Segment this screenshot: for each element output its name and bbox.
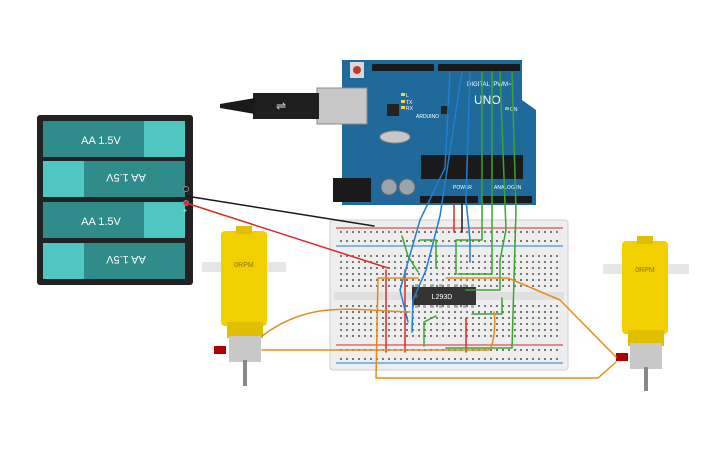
motor-right[interactable]: 0RPM xyxy=(603,236,689,391)
battery-cell-3: AA 1.5V xyxy=(43,202,185,238)
atmega-chip xyxy=(421,155,523,179)
battery-cell-label: AA 1.5V xyxy=(105,171,145,183)
capacitor xyxy=(398,178,416,196)
analog-in-label: ANALOG IN xyxy=(494,185,522,191)
motor-gearbox xyxy=(221,231,267,326)
wire-orange[interactable] xyxy=(375,277,617,379)
wire-green[interactable] xyxy=(419,239,437,269)
wire-orange[interactable] xyxy=(445,277,617,358)
power-header[interactable] xyxy=(420,196,478,203)
motor-top-tab xyxy=(236,226,252,234)
usb-port[interactable] xyxy=(316,87,368,125)
wire-green[interactable] xyxy=(455,71,483,275)
motor-top-tab xyxy=(637,236,653,244)
motor-shaft xyxy=(243,360,247,386)
motor-terminals xyxy=(214,346,226,354)
chip-pins xyxy=(415,284,474,308)
motor-shaft xyxy=(644,367,648,391)
motor-clip xyxy=(628,330,664,346)
wire-green[interactable] xyxy=(401,235,419,273)
battery-cell-label: AA 1.5V xyxy=(81,216,121,228)
motor-gearbox xyxy=(622,241,668,334)
battery-cell-1: AA 1.5V xyxy=(43,121,185,157)
wires xyxy=(185,71,617,379)
capacitor xyxy=(380,178,398,196)
wire-red[interactable] xyxy=(185,202,389,269)
motor-can xyxy=(229,336,261,362)
motor-terminals xyxy=(616,353,628,361)
wire-green[interactable] xyxy=(423,315,437,347)
wire-blue[interactable] xyxy=(411,71,463,333)
arduino-uno[interactable]: ⇌ DIGITAL (PWM~) UNO ARDUINO POWER ANALO… xyxy=(220,60,536,205)
usb-cable xyxy=(220,98,255,114)
analog-header[interactable] xyxy=(482,196,532,203)
battery-holder xyxy=(37,115,193,285)
uno-model-label: UNO xyxy=(474,93,501,107)
power-label: POWER xyxy=(453,185,472,191)
battery-plus-symbol: + xyxy=(183,208,187,215)
usb-controller-chip xyxy=(441,106,449,114)
l-led-label: L xyxy=(406,93,409,99)
wire-green[interactable] xyxy=(445,71,517,349)
wire-green[interactable] xyxy=(457,71,493,275)
dc-power-jack[interactable] xyxy=(333,178,371,202)
battery-cell-2: AA 1.5V xyxy=(43,161,185,197)
l-led xyxy=(401,93,405,96)
battery-cell-label: AA 1.5V xyxy=(105,253,145,265)
on-led xyxy=(505,107,509,110)
battery-cell-4: AA 1.5V xyxy=(43,243,185,279)
rx-led xyxy=(401,106,405,109)
tx-led xyxy=(401,100,405,103)
battery-pack[interactable]: AA 1.5V AA 1.5V AA 1.5V AA 1.5V + xyxy=(37,115,193,285)
digital-pwm-label: DIGITAL (PWM~) xyxy=(467,82,514,88)
wire-blue[interactable] xyxy=(399,71,451,323)
reset-button[interactable] xyxy=(353,66,361,74)
digital-header-left[interactable] xyxy=(372,64,434,71)
arduino-brand-label: ARDUINO xyxy=(416,114,439,120)
wire-orange[interactable] xyxy=(261,308,411,337)
on-led-label: ON xyxy=(510,107,518,113)
motor-clip xyxy=(227,322,263,338)
wire-green[interactable] xyxy=(471,297,503,315)
battery-minus-terminal[interactable] xyxy=(183,186,189,192)
l293d-chip[interactable]: L293D xyxy=(412,284,476,308)
wire-black[interactable] xyxy=(185,195,375,227)
wire-green[interactable] xyxy=(465,71,507,291)
motor-rpm-label: 0RPM xyxy=(234,262,254,269)
wire-blue[interactable] xyxy=(465,71,471,263)
motor-rpm-label: 0RPM xyxy=(635,267,655,274)
usb-plug[interactable] xyxy=(253,93,319,119)
tx-led-label: TX xyxy=(406,100,413,106)
motor-left[interactable]: 0RPM xyxy=(202,226,286,386)
usb-icon: ⇌ xyxy=(276,99,286,113)
chip-label: L293D xyxy=(432,294,453,301)
rx-led-label: RX xyxy=(406,106,414,112)
battery-cell-label: AA 1.5V xyxy=(81,135,121,147)
voltage-regulator xyxy=(387,104,399,116)
motor-can xyxy=(630,343,662,369)
digital-header-right[interactable] xyxy=(438,64,520,71)
crystal-oscillator xyxy=(379,130,411,144)
chip-body xyxy=(412,287,476,305)
wire-orange[interactable] xyxy=(261,311,496,351)
